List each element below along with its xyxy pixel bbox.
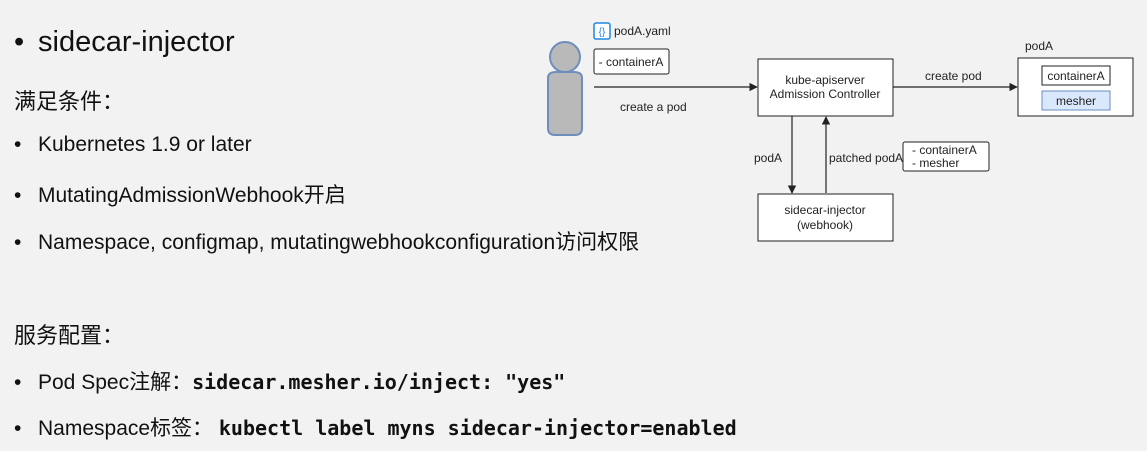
- apiserver-box: [757, 58, 894, 117]
- service-code: kubectl label myns sidecar-injector=enab…: [218, 416, 737, 440]
- service-heading: 服务配置：: [14, 323, 125, 348]
- service-label: Pod Spec注解：: [38, 371, 193, 394]
- sidecar-injector-box: [757, 193, 894, 242]
- apiserver-line1: kube-apiserver: [785, 73, 864, 87]
- service-code: sidecar.mesher.io/inject: "yes": [192, 370, 566, 394]
- create-a-pod-label: create a pod: [620, 100, 687, 114]
- condition-item: • Kubernetes 1.9 or later: [14, 133, 252, 157]
- pod-container-text: containerA: [1047, 69, 1104, 83]
- conditions-heading: 满足条件：: [14, 89, 125, 114]
- bullet: •: [14, 231, 22, 254]
- injector-line2: (webhook): [797, 218, 853, 232]
- condition-text: Namespace, configmap, mutatingwebhookcon…: [38, 231, 640, 254]
- bullet: •: [14, 371, 22, 394]
- create-pod-label: create pod: [925, 69, 982, 83]
- patch-line2: - mesher: [912, 156, 959, 170]
- bullet: •: [14, 133, 22, 156]
- apiserver-line2: Admission Controller: [770, 87, 881, 101]
- bullet: •: [14, 26, 25, 58]
- service-item: • Namespace标签： kubectl label myns sidecar…: [14, 412, 737, 442]
- yaml-container-text: - containerA: [599, 55, 664, 69]
- injector-line1: sidecar-injector: [784, 203, 865, 217]
- to-injector-label: podA: [754, 151, 782, 165]
- bullet: •: [14, 417, 22, 440]
- pod-mesher-box: [1041, 90, 1111, 111]
- yaml-container-box: [593, 48, 670, 75]
- patched-label: patched podA: [829, 151, 903, 165]
- bullet: •: [14, 184, 22, 207]
- pod-mesher-text: mesher: [1056, 94, 1096, 108]
- condition-item: • MutatingAdmissionWebhook开启: [14, 179, 346, 209]
- pod-title: podA: [1025, 39, 1053, 53]
- yaml-file-name: podA.yaml: [614, 24, 671, 38]
- user-person-icon: [547, 41, 583, 136]
- condition-text: Kubernetes 1.9 or later: [38, 133, 252, 156]
- slide-title: • sidecar-injector: [14, 26, 235, 59]
- pod-container-box: [1041, 65, 1111, 86]
- patch-content-box: [902, 141, 990, 172]
- title-text: sidecar-injector: [38, 26, 235, 58]
- condition-text: MutatingAdmissionWebhook开启: [38, 184, 346, 207]
- patch-line1: - containerA: [912, 143, 977, 157]
- condition-item: • Namespace, configmap, mutatingwebhookco…: [14, 226, 639, 256]
- yaml-icon-glyph: {}: [599, 27, 606, 38]
- service-item: • Pod Spec注解：sidecar.mesher.io/inject: "y…: [14, 366, 565, 396]
- service-label: Namespace标签：: [38, 417, 219, 440]
- yaml-file-icon: {}: [593, 22, 611, 40]
